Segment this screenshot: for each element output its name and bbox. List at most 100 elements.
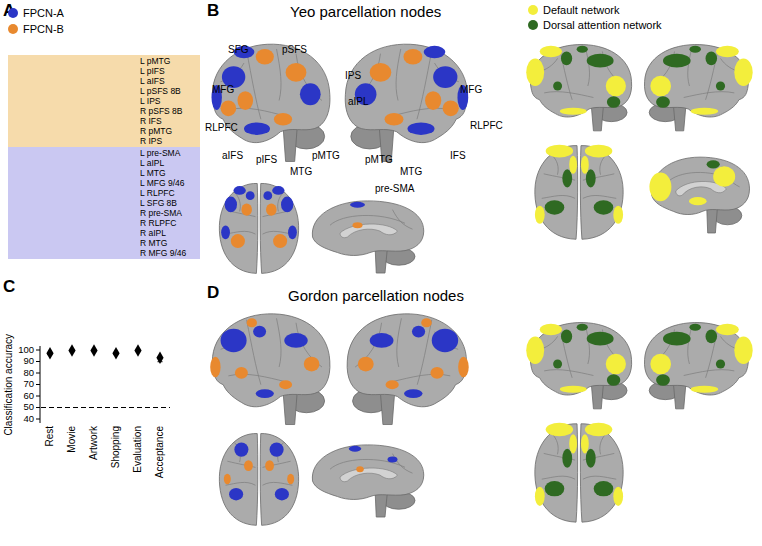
network-patch [586, 169, 596, 187]
network-patch [613, 487, 623, 506]
cortex-surface [219, 183, 257, 273]
region-label: R MTG [140, 238, 197, 248]
region-label: L MTG [140, 168, 197, 178]
network-patch [256, 389, 274, 398]
legend-item: Default network [528, 4, 619, 17]
network-patch [412, 326, 425, 338]
network-patch [273, 234, 287, 248]
network-patch [569, 156, 577, 174]
brain-render [347, 314, 469, 425]
sulcus-line [544, 92, 593, 98]
network-patch [689, 197, 707, 205]
network-patch [587, 54, 614, 68]
tick-mark [36, 350, 40, 351]
sulcus-line [277, 318, 282, 367]
network-patch [650, 354, 671, 375]
network-patch [233, 186, 245, 195]
category-label: Movie [66, 426, 78, 506]
category-label: Shopping [110, 426, 122, 506]
region-label: SFG [228, 44, 249, 56]
network-patch [221, 329, 247, 353]
legend-item: FPCN-A [8, 7, 64, 20]
network-patch [247, 318, 257, 327]
sulcus-line [330, 215, 405, 225]
accuracy-chart [36, 344, 170, 423]
brain-render [219, 434, 298, 526]
cortex-surface [312, 201, 423, 256]
sulcus-line [263, 231, 293, 234]
network-patch [430, 367, 443, 379]
region-label: pre-SMA [375, 183, 414, 195]
region-label: L pSFS 8B [140, 86, 197, 96]
network-patch [210, 357, 220, 378]
network-patch [577, 46, 588, 53]
network-patch [263, 191, 272, 200]
network-patch [691, 108, 719, 115]
network-patch [234, 442, 248, 456]
network-patch [581, 156, 589, 174]
cortex-surface [530, 323, 631, 395]
network-patch [587, 332, 614, 346]
network-patch [546, 145, 573, 158]
network-patch [553, 359, 562, 368]
sulcus-line [586, 326, 590, 364]
brain-render [535, 423, 623, 522]
network-patch [553, 81, 562, 90]
brain-render [526, 323, 631, 409]
network-patch [585, 423, 612, 436]
sulcus-line [684, 92, 735, 98]
network-patch [225, 197, 237, 213]
region-label: R MFG 9/46 [140, 248, 197, 258]
sulcus-line [600, 155, 607, 175]
network-patch [350, 202, 365, 208]
panel-title: Gordon parcellation nodes [288, 287, 464, 304]
network-patch [656, 96, 670, 108]
tick-mark [36, 396, 40, 397]
network-patch [370, 333, 394, 348]
region-label: R RLPFC [140, 218, 197, 228]
cortex-surface [212, 314, 330, 407]
region-label: pMTG [312, 150, 340, 162]
network-patch [663, 332, 691, 346]
network-patch [386, 380, 399, 389]
region-label: R IPS [140, 136, 197, 146]
accuracy-marker [68, 344, 75, 356]
network-patch [706, 330, 718, 344]
region-label: L SFG 8B [140, 198, 197, 208]
region-label: pSFS [282, 44, 307, 56]
cortex-surface [260, 434, 298, 526]
legend-swatch [528, 20, 538, 30]
network-patch [288, 225, 297, 239]
legend-text: FPCN-A [23, 7, 64, 19]
network-patch [385, 113, 404, 126]
region-label: pMTG [365, 154, 393, 166]
category-label: Rest [44, 426, 56, 506]
cortex-surface [644, 45, 748, 117]
network-patch [706, 52, 718, 66]
brain-render [312, 201, 423, 273]
sulcus-line [393, 454, 413, 474]
network-patch [266, 204, 277, 216]
brain-render [219, 183, 298, 273]
network-patch [284, 333, 307, 348]
network-patch [691, 386, 719, 393]
region-label: MTG [290, 166, 312, 178]
network-patch [562, 169, 572, 187]
region-label: L IPS [140, 96, 197, 106]
network-patch [224, 474, 231, 485]
sulcus-line [226, 231, 256, 234]
panel-letter: C [3, 277, 15, 297]
cortex-surface [312, 445, 423, 500]
cortex-surface [347, 314, 466, 407]
cortex-surface [580, 424, 623, 522]
brain-render [312, 445, 423, 517]
brain-render [210, 314, 330, 425]
network-patch [689, 324, 701, 331]
category-label: Artwork [88, 426, 100, 506]
network-patch [458, 357, 469, 378]
region-label: L aIFS [140, 76, 197, 86]
category-label: Evaluation [132, 426, 144, 506]
region-label: MTG [400, 166, 422, 178]
panel-letter: B [207, 1, 219, 21]
